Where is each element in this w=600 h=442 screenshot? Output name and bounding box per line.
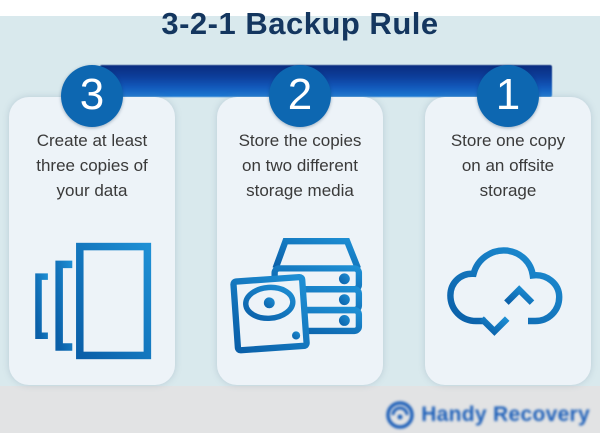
footer-band — [0, 386, 600, 433]
step-number-badge: 1 — [477, 65, 539, 127]
step-description-line: your data — [56, 181, 128, 200]
step-description: Store one copy on an offsite storage — [425, 128, 591, 203]
step-description-line: on an offsite — [461, 156, 555, 175]
step-number-badge: 3 — [61, 65, 123, 127]
storage-media-icon — [217, 225, 383, 377]
offsite-cloud-icon — [425, 225, 591, 377]
brand-logo: Handy Recovery — [385, 399, 590, 431]
step-description-line: storage — [479, 181, 537, 200]
brand-logo-text: Handy Recovery — [421, 403, 590, 426]
step-two-media: 2 Store the copies on two different stor… — [217, 0, 383, 442]
step-card: Store one copy on an offsite storage — [425, 97, 591, 385]
step-description-line: on two different — [242, 156, 358, 175]
step-description-line: storage media — [246, 181, 354, 200]
step-card: Create at least three copies of your dat… — [9, 97, 175, 385]
step-description-line: Create at least — [36, 131, 148, 150]
step-offsite-copy: 1 Store one copy on an offsite storage — [425, 0, 591, 442]
step-description: Create at least three copies of your dat… — [9, 128, 175, 203]
copies-icon — [9, 225, 175, 377]
step-create-copies: 3 Create at least three copies of your d… — [9, 0, 175, 442]
page-title: 3-2-1 Backup Rule — [161, 6, 439, 41]
step-description-line: Store the copies — [238, 131, 362, 150]
step-description: Store the copies on two different storag… — [217, 128, 383, 203]
step-number-badge: 2 — [269, 65, 331, 127]
step-description-line: Store one copy — [450, 131, 566, 150]
brand-logo-icon — [385, 400, 415, 430]
step-description-line: three copies of — [36, 156, 148, 175]
step-card: Store the copies on two different storag… — [217, 97, 383, 385]
